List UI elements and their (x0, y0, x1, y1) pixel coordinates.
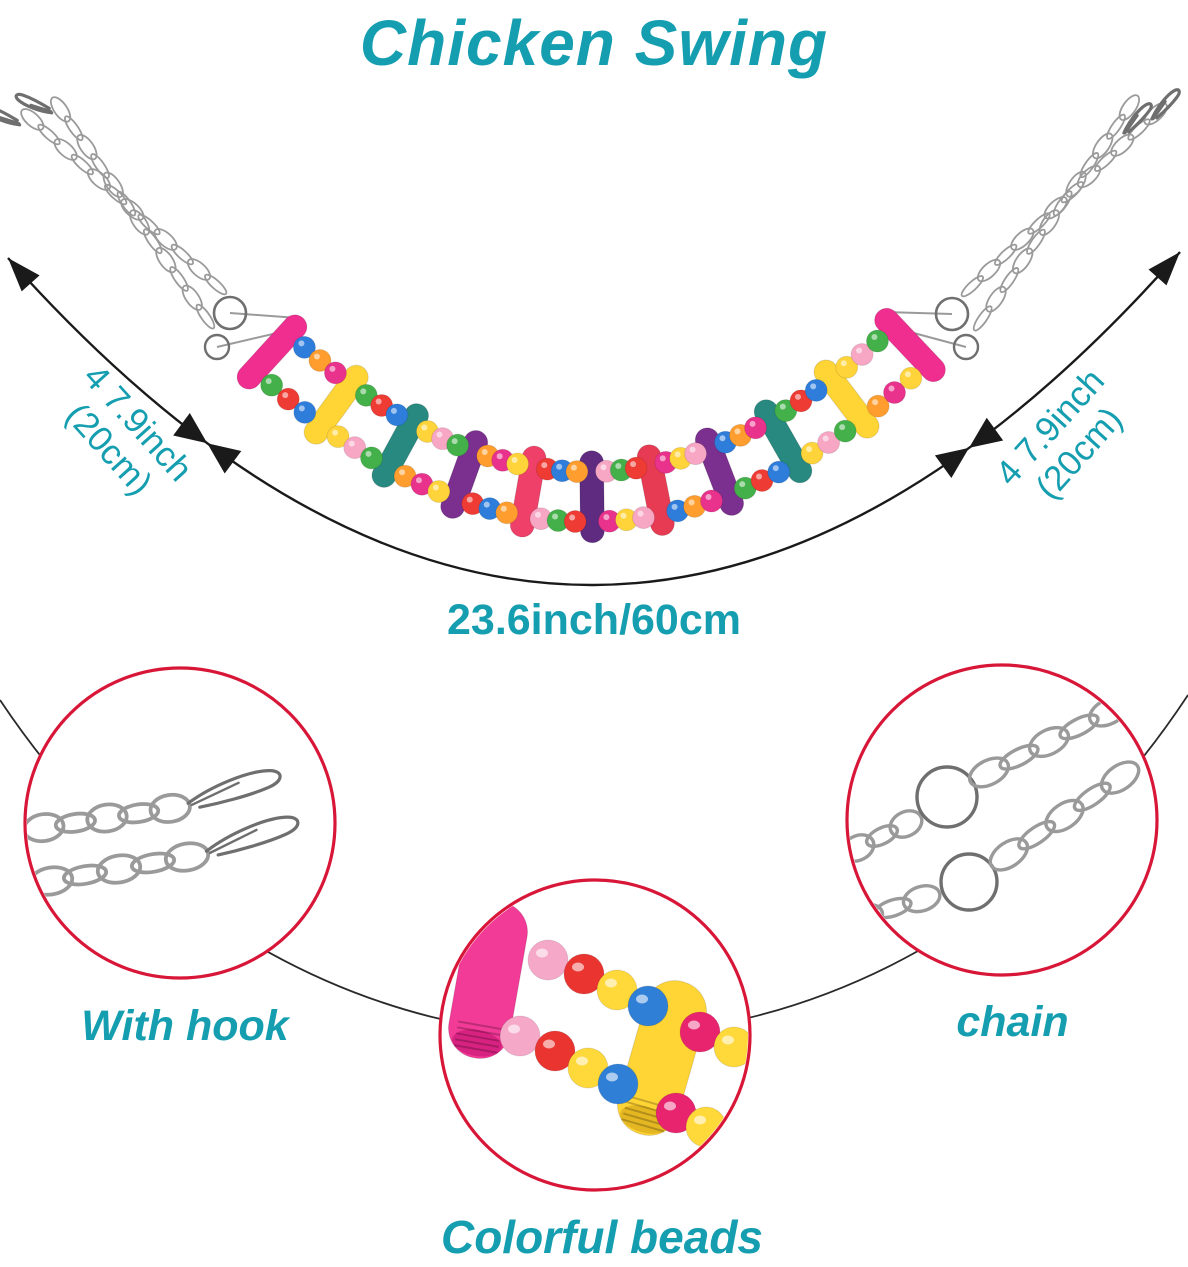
snap-hook-icon (0, 104, 22, 127)
callout-circles (23, 663, 1159, 1192)
callout-label-chain: chain (956, 998, 1069, 1046)
callout-hook-content (27, 769, 300, 897)
page-title: Chicken Swing (359, 7, 829, 79)
snap-hook-icon (1122, 102, 1153, 135)
callout-circle-chain (845, 663, 1159, 977)
snap-hook-icon (186, 769, 282, 809)
swing-width-measurement: 23.6inch/60cm (446, 596, 741, 644)
snap-hook-icon (1150, 88, 1181, 121)
right-chain-pair (885, 88, 1181, 361)
snap-hook-icon (204, 815, 300, 857)
callout-label-hook: With hook (81, 1002, 289, 1050)
callout-label-beads: Colorful beads (440, 1211, 764, 1263)
measurement-arc (7, 251, 1181, 587)
snap-hook-icon (14, 92, 54, 115)
callout-circle-hook (23, 666, 337, 980)
swing-ladder (236, 307, 946, 544)
left-chain-pair (0, 92, 299, 361)
